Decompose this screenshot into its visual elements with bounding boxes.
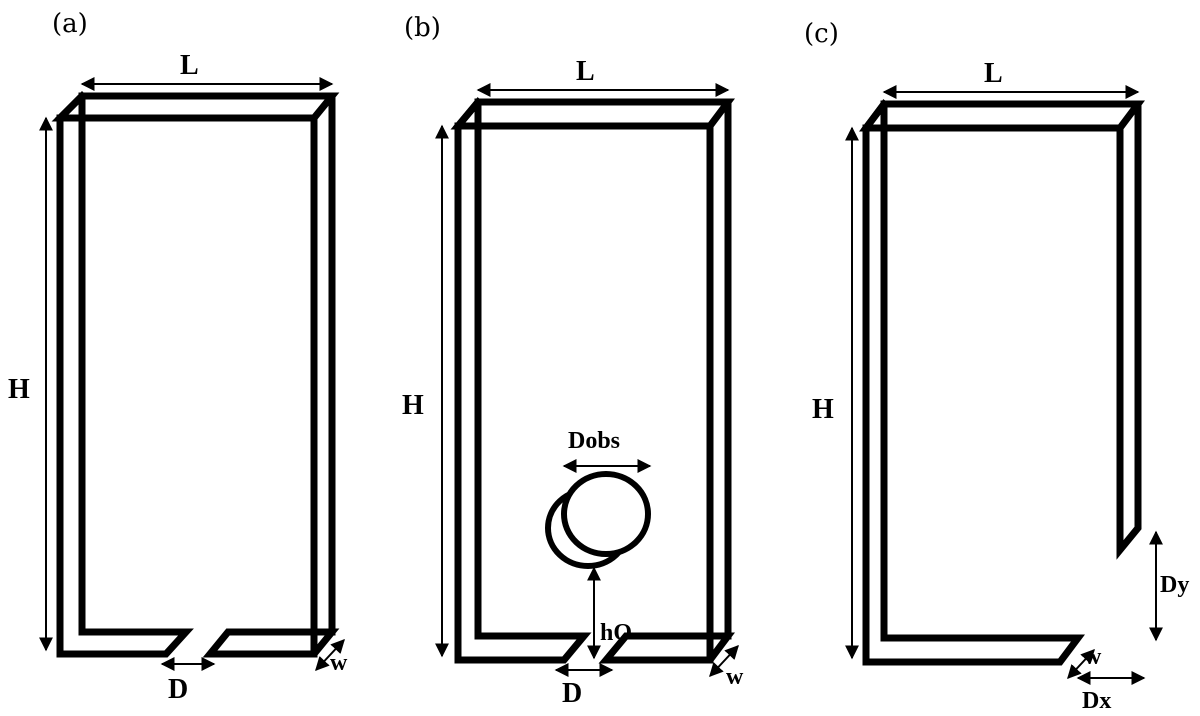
panel-b-width-label: w xyxy=(726,664,744,690)
panel-a-length-label: L xyxy=(180,50,199,81)
panel-c-outlet-y-label: Dy xyxy=(1160,572,1189,598)
panel-a-width-arrow xyxy=(315,638,345,672)
panel-a-label: (a) xyxy=(52,9,88,39)
panel-b: (b) L H Dobs hO D w xyxy=(402,13,744,709)
panel-c-length-label: L xyxy=(984,58,1003,89)
panel-a-gap-label: D xyxy=(168,674,188,705)
panel-c-height-label: H xyxy=(812,394,834,425)
panel-b-floor-left xyxy=(454,632,592,664)
panel-a-right-wall xyxy=(310,92,336,658)
panel-b-length-label: L xyxy=(576,56,595,87)
panel-c-top-face xyxy=(859,100,1145,132)
panel-c-outlet-x-label: Dx xyxy=(1082,688,1111,714)
panel-b-floor-right xyxy=(598,632,735,664)
panel-a: (a) L H D w xyxy=(8,9,348,705)
panel-a-top-face xyxy=(51,92,340,122)
panel-b-obstacle-diameter-label: Dobs xyxy=(568,428,620,454)
panel-b-top-face xyxy=(450,98,735,130)
panel-b-width-arrow xyxy=(709,644,739,678)
panel-b-obstacle-front xyxy=(561,471,651,557)
panel-c-width-arrow xyxy=(1067,648,1095,680)
panel-c-box xyxy=(859,99,1145,666)
panel-c: (c) L H Dy w Dx xyxy=(804,19,1189,714)
panel-c-label: (c) xyxy=(804,19,839,49)
panel-b-height-label: H xyxy=(402,390,424,421)
panel-c-left-wall xyxy=(861,99,889,666)
panel-a-box xyxy=(51,91,340,658)
panel-a-floor-right xyxy=(202,628,340,658)
panel-c-floor xyxy=(862,634,1085,666)
panel-c-right-wall xyxy=(1116,100,1142,560)
panel-b-gap-label: D xyxy=(562,678,582,709)
panel-a-width-label: w xyxy=(330,650,348,676)
panel-a-floor-left xyxy=(56,628,194,658)
panel-c-width-label: w xyxy=(1084,644,1102,670)
panel-a-height-label: H xyxy=(8,374,30,405)
panel-b-left-wall xyxy=(453,97,483,664)
panel-b-obstacle xyxy=(545,471,651,569)
panel-b-right-wall xyxy=(706,98,732,664)
panel-b-label: (b) xyxy=(404,13,441,43)
panel-b-obstacle-height-label: hO xyxy=(600,620,632,646)
panel-b-box xyxy=(450,97,735,664)
panel-a-left-wall xyxy=(55,91,87,658)
